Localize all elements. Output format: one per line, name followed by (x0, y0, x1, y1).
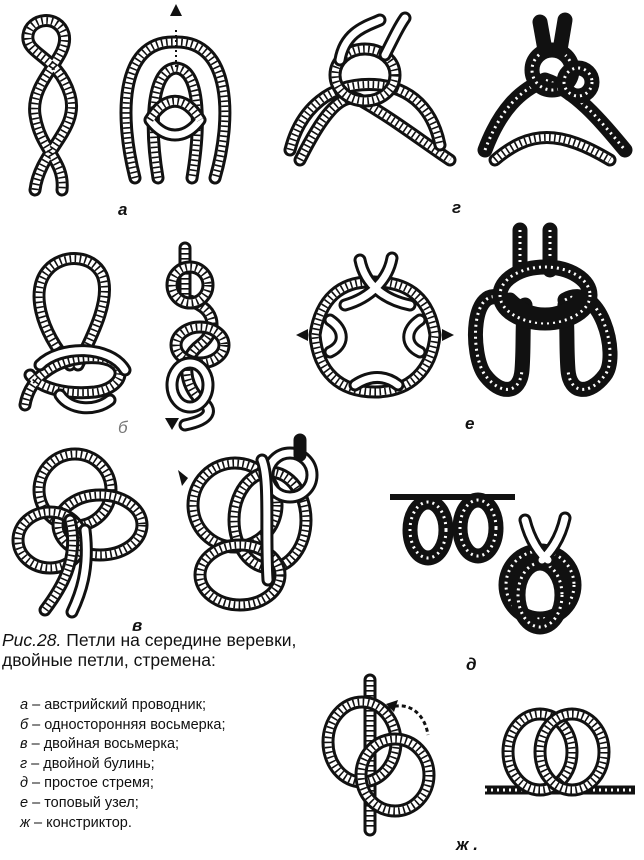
knot-v-illustration (18, 440, 312, 612)
panel-label-d: д (466, 655, 477, 675)
knot-zh-illustration (328, 680, 635, 830)
panel-label-b: б (118, 418, 128, 438)
figure-caption: Рис.28. Петли на середине веревки, двойн… (2, 630, 302, 670)
panel-label-g: г (452, 198, 461, 218)
knot-e-illustration (296, 230, 610, 392)
panel-label-a: а (118, 200, 127, 220)
knot-g-illustration (290, 18, 625, 160)
legend-item: в – двойная восьмерка; (20, 735, 320, 755)
legend-item: е – топовый узел; (20, 794, 320, 814)
figure-number: Рис.28. (2, 630, 61, 650)
figure-legend: а – австрийский проводник; б – односторо… (20, 696, 320, 833)
legend-item: а – австрийский проводник; (20, 696, 320, 716)
knot-d-illustration (390, 497, 574, 627)
legend-item: б – односторонняя восьмерка; (20, 716, 320, 736)
knot-b-illustration (25, 248, 224, 430)
legend-item: г – двойной булинь; (20, 755, 320, 775)
legend-item: д – простое стремя; (20, 774, 320, 794)
legend-item: ж – констриктор. (20, 814, 320, 834)
knot-a-illustration (28, 4, 225, 190)
panel-label-zh: ж . (456, 835, 478, 855)
panel-label-e: е (465, 414, 474, 434)
